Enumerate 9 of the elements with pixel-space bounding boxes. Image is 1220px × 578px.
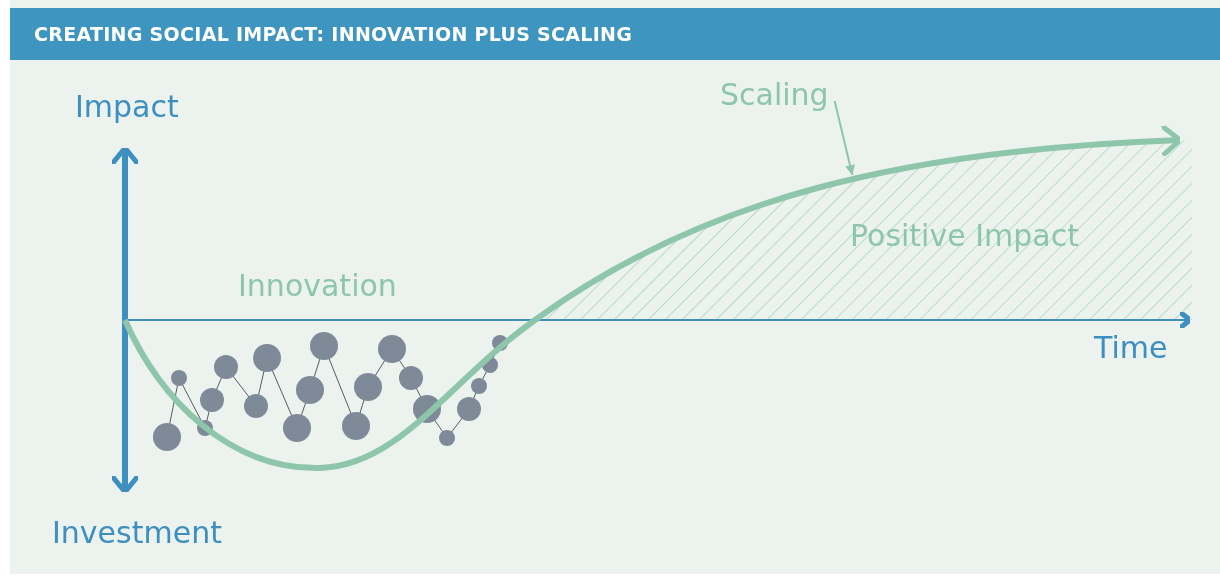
phase-label: Innovation	[238, 271, 397, 301]
title-bar: CREATING SOCIAL IMPACT: INNOVATION PLUS SCALING	[10, 8, 1220, 60]
axis-label: Time	[1094, 333, 1168, 363]
leader-line	[833, 100, 855, 177]
area-label: Positive Impact	[850, 221, 1079, 251]
curve-label: Scaling	[720, 80, 829, 110]
impact-curve	[122, 123, 1183, 471]
axis-label: Impact	[75, 92, 179, 122]
axis-label: Investment	[52, 518, 222, 548]
